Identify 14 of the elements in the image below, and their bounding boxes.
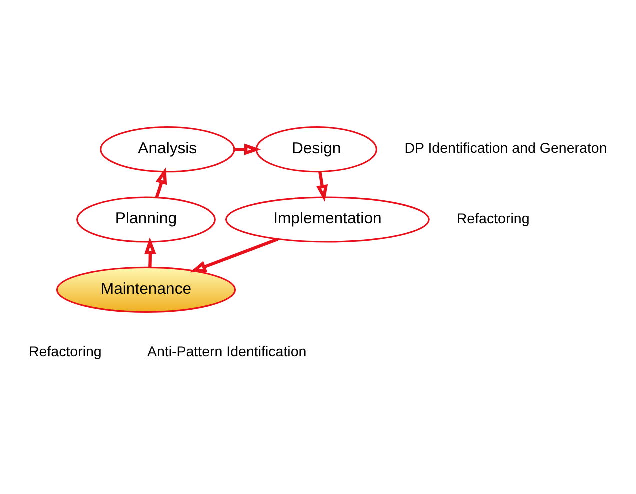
arrow [155, 166, 168, 198]
node-ellipse: Implementation [226, 196, 430, 242]
arrow [144, 236, 156, 267]
node-ellipse: Planning [76, 196, 216, 242]
node-label: Anti-Pattern Identification [147, 344, 307, 360]
node-ellipse: Design [256, 126, 378, 172]
arrow [190, 237, 278, 272]
node-label: DP Identification and Generaton [404, 140, 608, 157]
node-label: Refactoring [456, 210, 530, 227]
arrow [316, 171, 328, 202]
node-label: Refactoring [28, 344, 102, 360]
node-ellipse: Maintenance [56, 266, 236, 312]
node-ellipse: Analysis [100, 126, 236, 172]
arrow [234, 143, 262, 155]
